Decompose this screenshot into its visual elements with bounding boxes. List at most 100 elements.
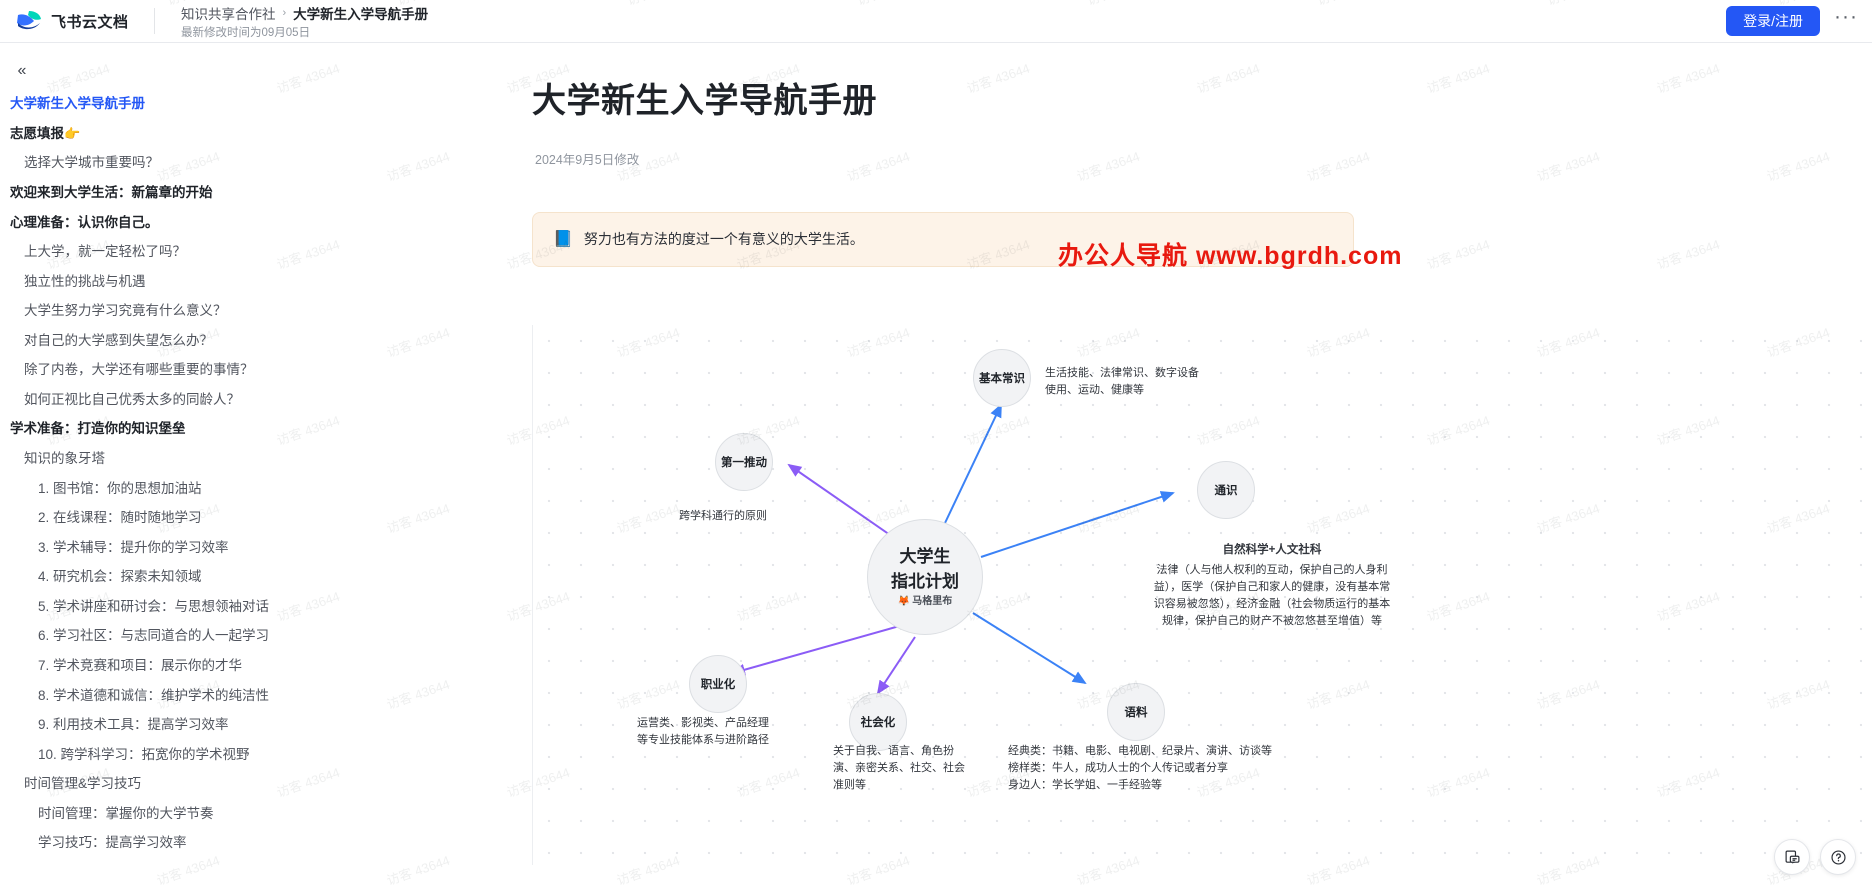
toc-item[interactable]: 时间管理&学习技巧 (0, 769, 492, 799)
feedback-icon[interactable] (1774, 839, 1810, 875)
mindmap-text-shehuihua: 关于自我、语言、角色扮 演、亲密关系、社交、社会 准则等 (833, 745, 965, 792)
mindmap-node-zhiyehua[interactable]: 职业化 (689, 655, 747, 713)
pointing-hand-icon: 👉 (64, 125, 81, 141)
top-bar: 飞书云文档 知识共享合作社 › 大学新生入学导航手册 最新修改时间为09月05日… (0, 0, 1872, 43)
toc-item[interactable]: 欢迎来到大学生活：新篇章的开始 (0, 178, 492, 208)
toc-item[interactable]: 4. 研究机会：探索未知领域 (0, 562, 492, 592)
toc-item[interactable]: 志愿填报👉 (0, 119, 492, 149)
toc-item[interactable]: 5. 学术讲座和研讨会：与思想领袖对话 (0, 592, 492, 622)
mindmap-center-node[interactable]: 大学生 指北计划 🦊马格里布 (867, 519, 983, 635)
toc-item[interactable]: 学术准备：打造你的知识堡垒 (0, 414, 492, 444)
toc-item-label: 除了内卷，大学还有哪些重要的事情？ (24, 362, 254, 378)
toc-item[interactable]: 大学新生入学导航手册 (0, 89, 492, 119)
mindmap-text-tongshi-heading: 自然科学+人文社科 (1222, 544, 1322, 557)
brand-logo[interactable]: 飞书云文档 (0, 10, 150, 32)
mindmap-text-zhiyehua: 运营类、影视类、产品经理 等专业技能体系与进阶路径 (637, 717, 769, 747)
mindmap-text-dytd: 跨学科通行的原则 (679, 510, 767, 522)
mindmap-node-yuliao[interactable]: 语料 (1107, 683, 1165, 741)
node-label: 基本常识 (979, 373, 1025, 385)
document-modified-date: 2024年9月5日修改 (535, 153, 640, 168)
node-label: 通识 (1214, 485, 1238, 497)
toc-item-label: 10. 跨学科学习：拓宽你的学术视野 (38, 746, 250, 762)
callout-text: 努力也有方法的度过一个有意义的大学生活。 (583, 231, 864, 248)
mindmap-canvas[interactable]: 大学生 指北计划 🦊马格里布 基本常识 第一推动 通识 职业化 (532, 325, 1862, 865)
center-line-1: 大学生 (899, 547, 951, 567)
top-bar-actions: 登录/注册 ··· (1726, 4, 1872, 37)
toc-item-label: 3. 学术辅导：提升你的学习效率 (38, 539, 229, 555)
toc-item-label: 时间管理：掌握你的大学节奏 (38, 805, 214, 821)
mindmap-node-tongshi[interactable]: 通识 (1197, 461, 1255, 519)
toc-item[interactable]: 6. 学习社区：与志同道合的人一起学习 (0, 621, 492, 651)
toc-item[interactable]: 选择大学城市重要吗？ (0, 148, 492, 178)
node-label: 第一推动 (721, 457, 767, 469)
toc-item[interactable]: 时间管理：掌握你的大学节奏 (0, 799, 492, 829)
toc-item-label: 大学新生入学导航手册 (10, 96, 145, 111)
toc-item-label: 2. 在线课程：随时随地学习 (38, 510, 202, 526)
toc-item[interactable]: 2. 在线课程：随时随地学习 (0, 503, 492, 533)
toc-item-label: 欢迎来到大学生活：新篇章的开始 (10, 184, 213, 200)
toc-item[interactable]: 心理准备：认识你自己。 (0, 208, 492, 238)
page-title: 大学新生入学导航手册 (532, 82, 877, 120)
last-modified-text: 最新修改时间为09月05日 (181, 26, 311, 39)
mindmap-node-dytd[interactable]: 第一推动 (715, 433, 773, 491)
collapse-sidebar-icon[interactable]: « (17, 62, 27, 79)
toc-item-label: 4. 研究机会：探索未知领域 (38, 569, 202, 585)
toc-item[interactable]: 10. 跨学科学习：拓宽你的学术视野 (0, 740, 492, 770)
brand-name: 飞书云文档 (51, 13, 129, 31)
feishu-logo-icon (16, 10, 42, 32)
header-divider (154, 8, 155, 34)
toc-item-label: 7. 学术竞赛和项目：展示你的才华 (38, 657, 243, 673)
mindmap-node-shehuihua[interactable]: 社会化 (849, 693, 907, 751)
mindmap-edges (731, 403, 1175, 695)
toc-item[interactable]: 大学生努力学习究竟有什么意义？ (0, 296, 492, 326)
toc-item[interactable]: 知识的象牙塔 (0, 444, 492, 474)
toc-item-label: 心理准备：认识你自己。 (10, 214, 159, 230)
sidebar-outline: « 大学新生入学导航手册志愿填报👉选择大学城市重要吗？欢迎来到大学生活：新篇章的… (0, 43, 500, 889)
toc-item[interactable]: 学习技巧：提高学习效率 (0, 828, 492, 858)
floating-action-buttons (1774, 839, 1856, 875)
toc-item-label: 1. 图书馆：你的思想加油站 (38, 480, 202, 496)
login-register-button[interactable]: 登录/注册 (1726, 5, 1821, 37)
book-icon: 📘 (553, 230, 573, 248)
mindmap-node-jbcs[interactable]: 基本常识 (973, 349, 1031, 407)
toc-item[interactable]: 如何正视比自己优秀太多的同龄人？ (0, 385, 492, 415)
chevron-right-icon: › (282, 6, 287, 19)
table-of-contents: 大学新生入学导航手册志愿填报👉选择大学城市重要吗？欢迎来到大学生活：新篇章的开始… (0, 89, 500, 858)
toc-item[interactable]: 上大学，就一定轻松了吗？ (0, 237, 492, 267)
mindmap-text-tongshi: 自然科学+人文社科法律（人与他人权利的互动，保护自己的人身利 益），医学（保护自… (1111, 525, 1433, 630)
document-pane: 大学新生入学导航手册 2024年9月5日修改 📘 努力也有方法的度过一个有意义的… (500, 43, 1872, 889)
breadcrumb-parent[interactable]: 知识共享合作社 (181, 6, 276, 22)
body-area: « 大学新生入学导航手册志愿填报👉选择大学城市重要吗？欢迎来到大学生活：新篇章的… (0, 43, 1872, 889)
center-line-2: 指北计划 (891, 571, 959, 591)
toc-item-label: 如何正视比自己优秀太多的同龄人？ (24, 391, 240, 407)
help-icon[interactable] (1820, 839, 1856, 875)
toc-item-label: 8. 学术道德和诚信：维护学术的纯洁性 (38, 687, 270, 703)
node-label: 社会化 (860, 717, 896, 729)
toc-item[interactable]: 1. 图书馆：你的思想加油站 (0, 474, 492, 504)
node-label: 语料 (1124, 707, 1148, 719)
center-author: 🦊马格里布 (897, 595, 953, 607)
callout-block: 📘 努力也有方法的度过一个有意义的大学生活。 (532, 212, 1354, 268)
toc-item-label: 知识的象牙塔 (24, 451, 105, 467)
toc-item[interactable]: 9. 利用技术工具：提高学习效率 (0, 710, 492, 740)
toc-item[interactable]: 7. 学术竞赛和项目：展示你的才华 (0, 651, 492, 681)
toc-item-label: 大学生努力学习究竟有什么意义？ (24, 303, 227, 319)
toc-item-label: 选择大学城市重要吗？ (24, 155, 159, 171)
toc-item[interactable]: 对自己的大学感到失望怎么办？ (0, 326, 492, 356)
toc-item-label: 对自己的大学感到失望怎么办？ (24, 332, 213, 348)
more-options-icon[interactable]: ··· (1834, 4, 1858, 28)
node-label: 职业化 (700, 679, 736, 691)
toc-item-label: 5. 学术讲座和研讨会：与思想领袖对话 (38, 598, 270, 614)
mindmap-text-jbcs: 生活技能、法律常识、数字设备 使用、运动、健康等 (1045, 367, 1199, 397)
toc-item[interactable]: 8. 学术道德和诚信：维护学术的纯洁性 (0, 681, 492, 711)
breadcrumb: 知识共享合作社 › 大学新生入学导航手册 最新修改时间为09月05日 (155, 3, 428, 40)
breadcrumb-current[interactable]: 大学新生入学导航手册 (293, 6, 429, 22)
toc-item-label: 9. 利用技术工具：提高学习效率 (38, 717, 229, 733)
toc-item[interactable]: 除了内卷，大学还有哪些重要的事情？ (0, 355, 492, 385)
toc-item[interactable]: 独立性的挑战与机遇 (0, 267, 492, 297)
mindmap-text-yuliao: 经典类：书籍、电影、电视剧、纪录片、演讲、访谈等 榜样类：牛人，成功人士的个人传… (1008, 745, 1272, 792)
toc-item-label: 志愿填报 (10, 125, 64, 141)
toc-item[interactable]: 3. 学术辅导：提升你的学习效率 (0, 533, 492, 563)
toc-item-label: 6. 学习社区：与志同道合的人一起学习 (38, 628, 270, 644)
toc-item-label: 学习技巧：提高学习效率 (38, 835, 187, 851)
